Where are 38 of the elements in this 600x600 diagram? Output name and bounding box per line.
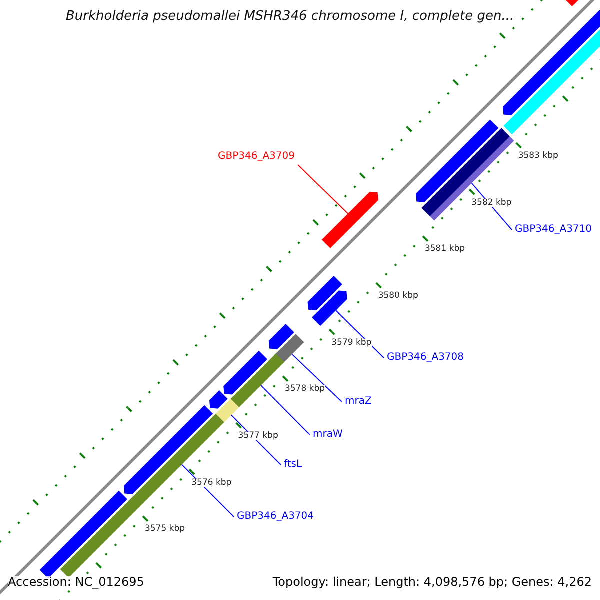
- tick-label: 3582 kbp: [472, 198, 512, 208]
- gene-feature: [224, 350, 268, 395]
- gene-feature: [422, 128, 510, 217]
- gene-feature: [124, 405, 214, 494]
- tick-label: 3577 kbp: [238, 432, 278, 440]
- gene-feature: [216, 399, 240, 422]
- gene-label: mraW: [313, 430, 343, 440]
- gene-label: GBP346_A3704: [237, 512, 314, 522]
- summary-text: Topology: linear; Length: 4,098,576 bp; Genes: 4,262: [272, 576, 592, 588]
- gene-feature: [268, 324, 294, 350]
- gene-feature: [430, 136, 514, 221]
- gene-feature: [312, 290, 348, 326]
- tick-label: 3579 kbp: [332, 338, 372, 348]
- tick-label: 3575 kbp: [144, 525, 186, 534]
- leader-line: [471, 182, 512, 230]
- gene-feature: [274, 334, 304, 364]
- gene-label: mraZ: [345, 397, 372, 407]
- tick-label: 3580 kbp: [378, 292, 418, 300]
- tick-label: 3576 kbp: [192, 478, 232, 488]
- gene-label: GBP346_A3710: [515, 225, 592, 235]
- tick-label: 3583 kbp: [518, 152, 558, 160]
- gene-feature: [210, 390, 228, 409]
- map-title: Burkholderia pseudomallei MSHR346 chromosome I, complete gen...: [66, 10, 514, 23]
- accession-text: Accession: NC_012695: [8, 576, 144, 588]
- gene-feature: [308, 276, 342, 311]
- leader-line: [181, 464, 234, 518]
- gene-feature: [230, 354, 284, 408]
- gene-label: GBP346_A3709: [218, 152, 295, 162]
- tick-label: 3578 kbp: [284, 385, 326, 394]
- tick-label: 3581 kbp: [424, 245, 466, 254]
- leader-line: [298, 164, 349, 214]
- gene-label: ftsL: [284, 460, 302, 470]
- gene-label: GBP346_A3708: [387, 353, 464, 363]
- gene-feature: [322, 192, 378, 248]
- leader-line: [260, 385, 310, 436]
- leader-line: [336, 310, 384, 358]
- leader-line: [292, 354, 342, 402]
- leader-line: [230, 414, 282, 466]
